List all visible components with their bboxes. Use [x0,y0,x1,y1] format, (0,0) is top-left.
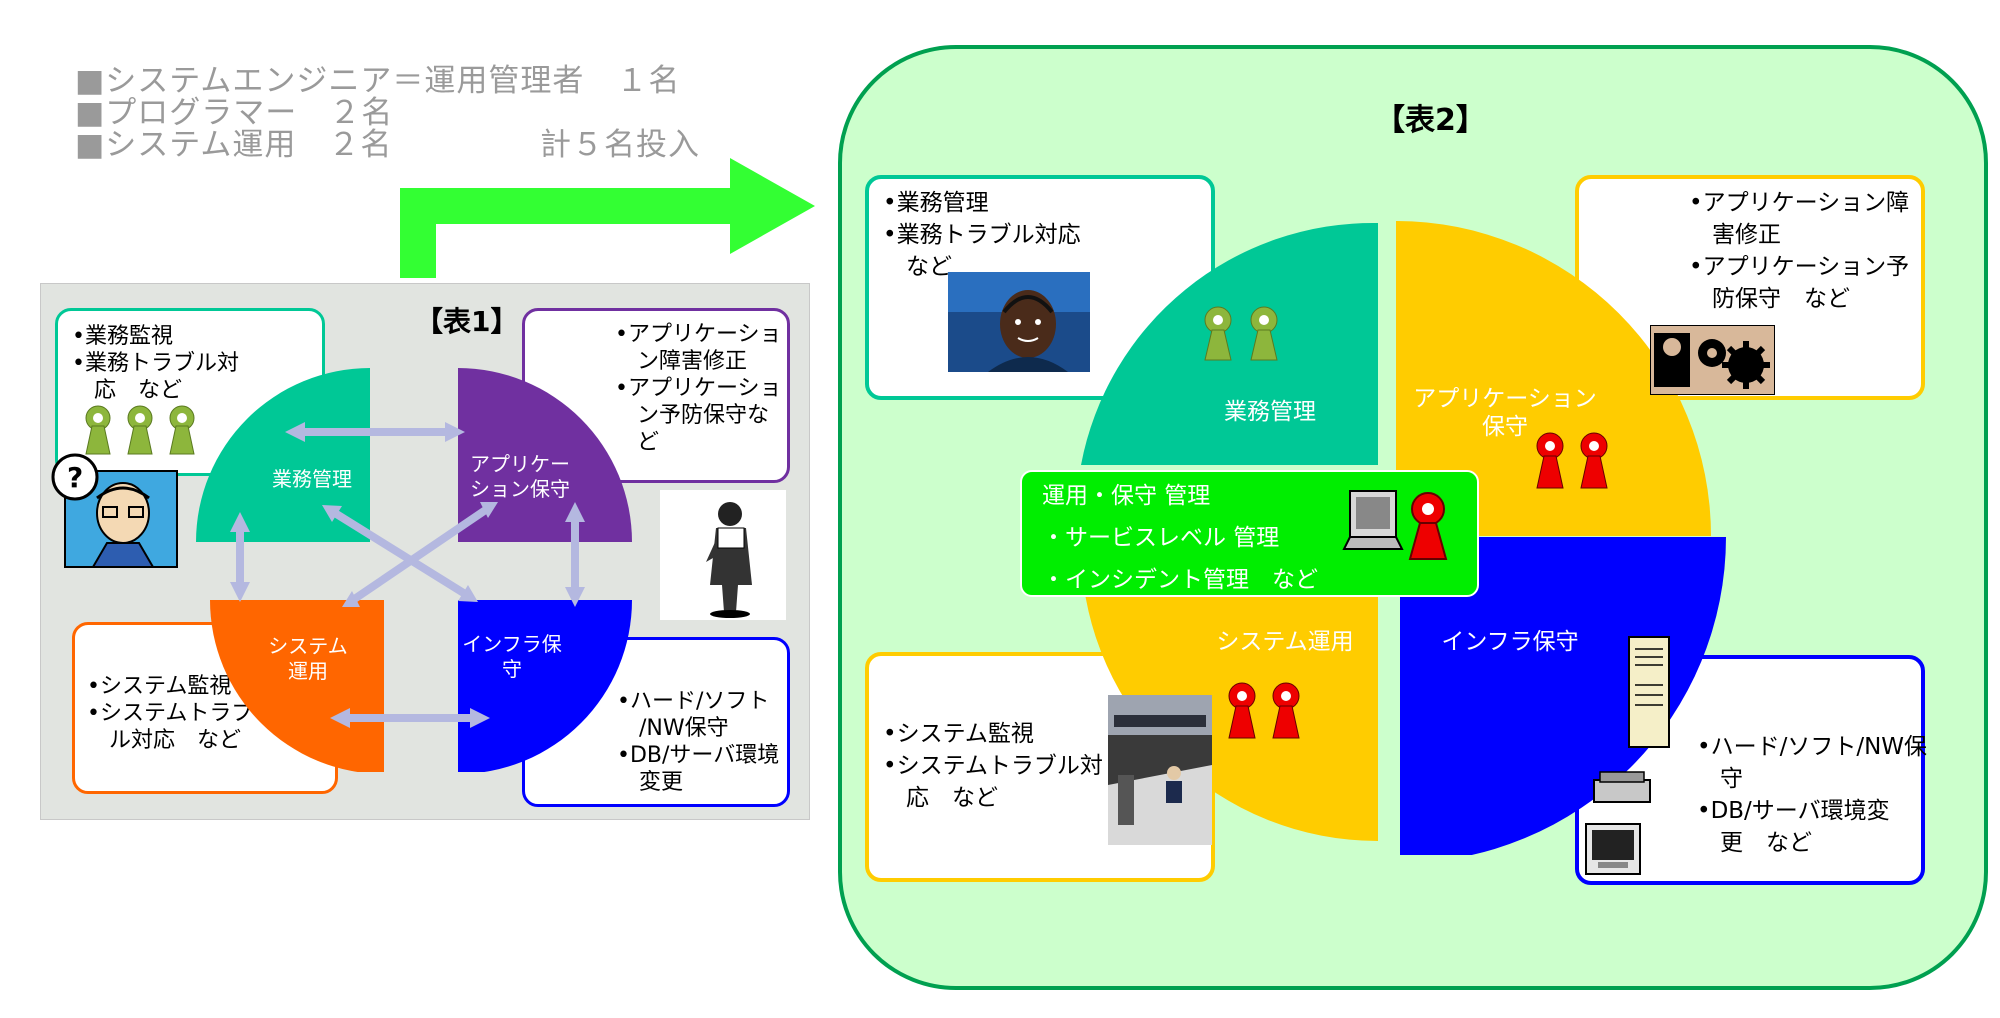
center-box-line2: ・サービスレベル 管理 [1042,525,1280,551]
table1-card-infra-text: •ハード/ソフト /NW保守 •DB/サーバ環境 変更 [617,689,780,795]
operator-photo [948,272,1090,372]
header-line-operation: ■システム運用 ２名 [75,127,393,163]
table1-card-app-text: •アプリケーショ ン障害修正 •アプリケーショ ン予防保守な ど [615,322,782,455]
operations-room-photo [1108,695,1212,845]
table1-quadrant-gyomu [196,368,370,542]
disk-drive-icon [1585,823,1641,875]
thinking-person-icon [660,490,786,620]
table2-card-gyomu-text: •業務管理 •業務トラブル対応 など [883,190,1081,280]
table2-title: 【表2】 [1375,103,1486,138]
center-box-line3: ・インシデント管理 など [1042,567,1318,593]
center-box-title: 運用・保守 管理 [1042,483,1211,509]
table2-card-system-text: •システム監視 •システムトラブル対 応 など [883,721,1103,811]
table2-label-infra: インフラ保守 [1441,629,1579,655]
server-tower-icon [1628,636,1670,748]
table1-quadrant-app [458,368,632,542]
center-management-box: 運用・保守 管理 ・サービスレベル 管理 ・インシデント管理 など [1020,470,1479,597]
table2-green-pawn-icons [1204,306,1278,361]
table1-card-system-text: •システム監視 •システムトラブ ル対応 など [87,674,254,753]
table2-label-system: システム運用 [1216,629,1354,655]
table2-label-gyomu: 業務管理 [1224,399,1316,425]
table2-red-pawn-icons-system [1228,682,1300,739]
table1-card-gyomu-text: •業務監視 •業務トラブル対 応 など [72,324,239,403]
table1-quadrant-system [210,600,384,772]
table2-card-app-text: •アプリケーション障 害修正 •アプリケーション予 防保守 など [1689,190,1910,312]
table1-label-app: アプリケー ション保守 [470,452,570,501]
computer-pawn-icon [1342,490,1448,560]
transition-arrow [400,158,815,278]
table2-quadrant-app [1396,221,1711,536]
table1-label-system: システム 運用 [268,634,348,683]
table2-quadrant-gyomu [1081,222,1378,465]
header-line-programmer: ■プログラマー ２名 [75,95,394,131]
table1-pawn-icons [85,405,195,455]
table1-label-gyomu: 業務管理 [272,467,352,491]
table1-title: 【表1】 [415,305,519,338]
table2-quadrant-infra [1400,537,1726,855]
table2-quadrant-chart [1081,221,1726,855]
header-total: 計５名投入 [540,127,700,163]
desktop-unit-icon [1593,771,1651,803]
confused-person-icon: ? [51,453,178,568]
table2-card-infra-text: •ハード/ソフト/NW保 守 •DB/サーバ環境変 更 など [1697,734,1928,856]
header-line-engineer: ■システムエンジニア＝運用管理者 １名 [75,63,681,99]
table1-quadrant-chart [196,368,632,772]
table1-quadrant-infra [458,600,632,772]
svg-text:?: ? [67,461,83,494]
table2-label-app: アプリケーション 保守 [1413,386,1597,440]
table1-label-infra: インフラ保 守 [462,632,562,681]
table1-card-app: •アプリケーショ ン障害修正 •アプリケーショ ン予防保守な ど [522,308,790,483]
gear-icon [1650,325,1775,395]
table2-red-pawn-icons-app [1536,432,1608,489]
